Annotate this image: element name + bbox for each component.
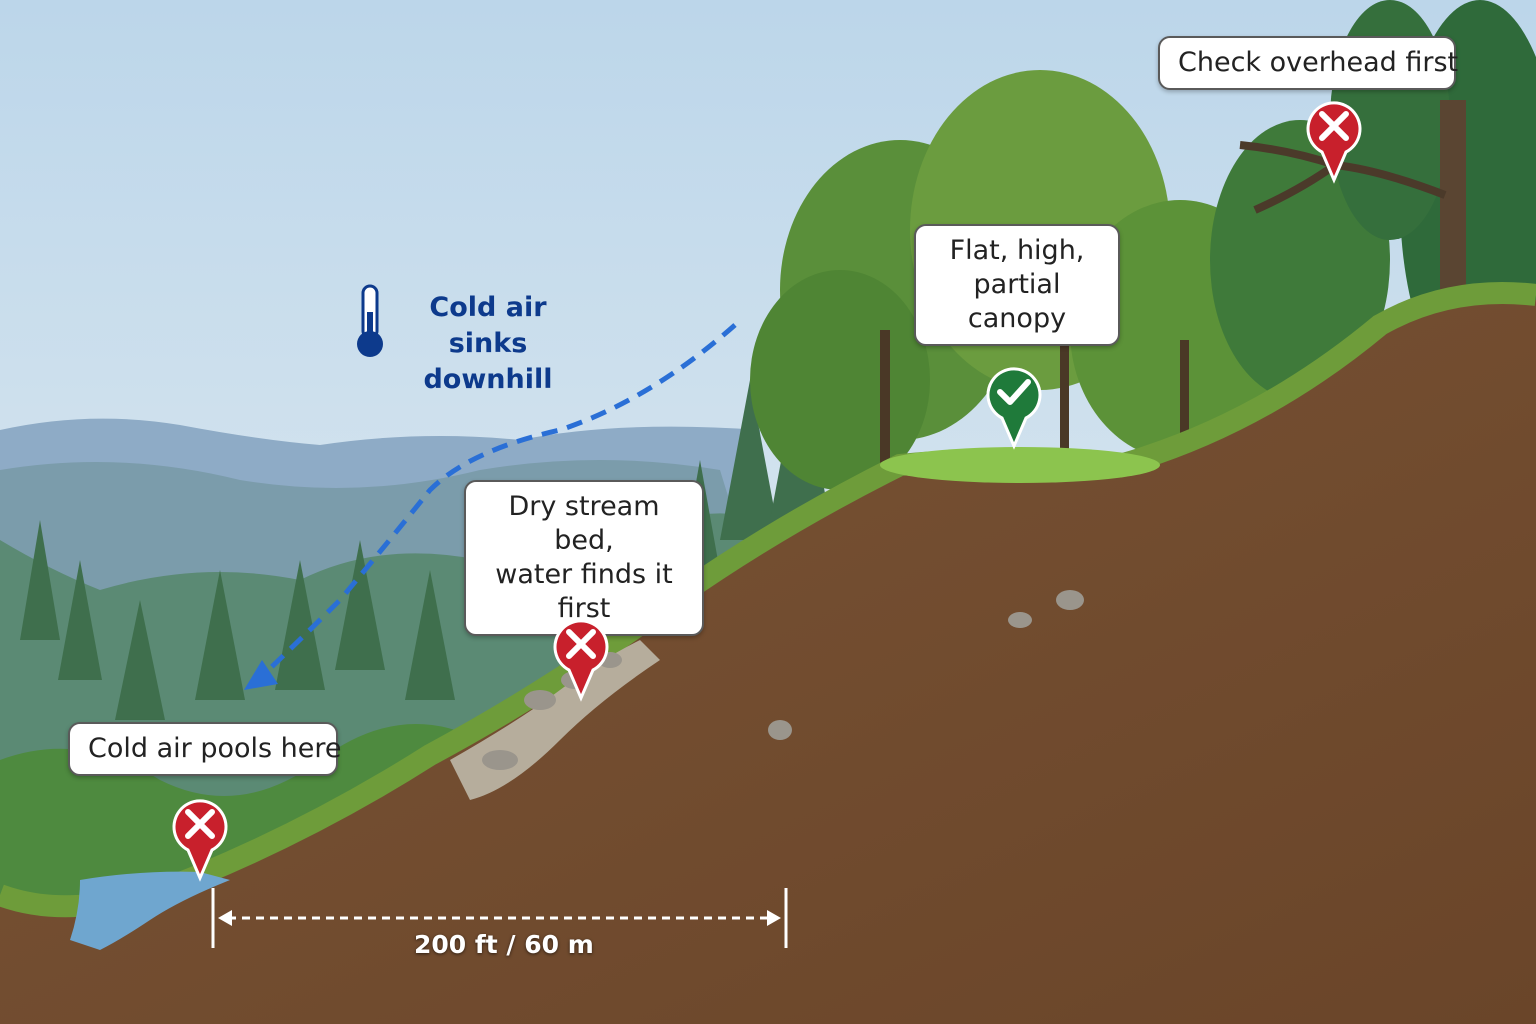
flat-meadow bbox=[880, 447, 1160, 483]
callout-flat-high-canopy: Flat, high, partial canopy bbox=[914, 224, 1120, 346]
dead-tree-trunk bbox=[1440, 100, 1466, 310]
cold-air-sinks-label: Cold air sinks downhill bbox=[396, 290, 580, 398]
callout-cold-air-pools-text: Cold air pools here bbox=[88, 733, 342, 764]
callout-dry-stream-bed: Dry stream bed, water finds it first bbox=[464, 480, 704, 636]
callout-check-overhead-text: Check overhead first bbox=[1178, 47, 1459, 78]
callout-dry-stream-bed-text: Dry stream bed, water finds it first bbox=[495, 491, 673, 624]
x-mark-icon bbox=[172, 799, 228, 882]
callout-flat-high-canopy-text: Flat, high, partial canopy bbox=[949, 235, 1085, 334]
callout-check-overhead: Check overhead first bbox=[1158, 36, 1459, 90]
thermometer-icon bbox=[357, 284, 383, 357]
distance-marker bbox=[211, 888, 788, 948]
stream-water bbox=[70, 871, 230, 950]
grass-edge bbox=[0, 282, 1536, 918]
distance-label: 200 ft / 60 m bbox=[414, 930, 594, 959]
x-mark-icon bbox=[1306, 101, 1362, 184]
callout-cold-air-pools: Cold air pools here bbox=[68, 722, 342, 776]
cold-air-sinks-text: Cold air sinks downhill bbox=[423, 292, 553, 395]
check-mark-icon bbox=[986, 367, 1042, 450]
x-mark-icon bbox=[553, 619, 609, 702]
soil-cross-section bbox=[0, 298, 1536, 1024]
